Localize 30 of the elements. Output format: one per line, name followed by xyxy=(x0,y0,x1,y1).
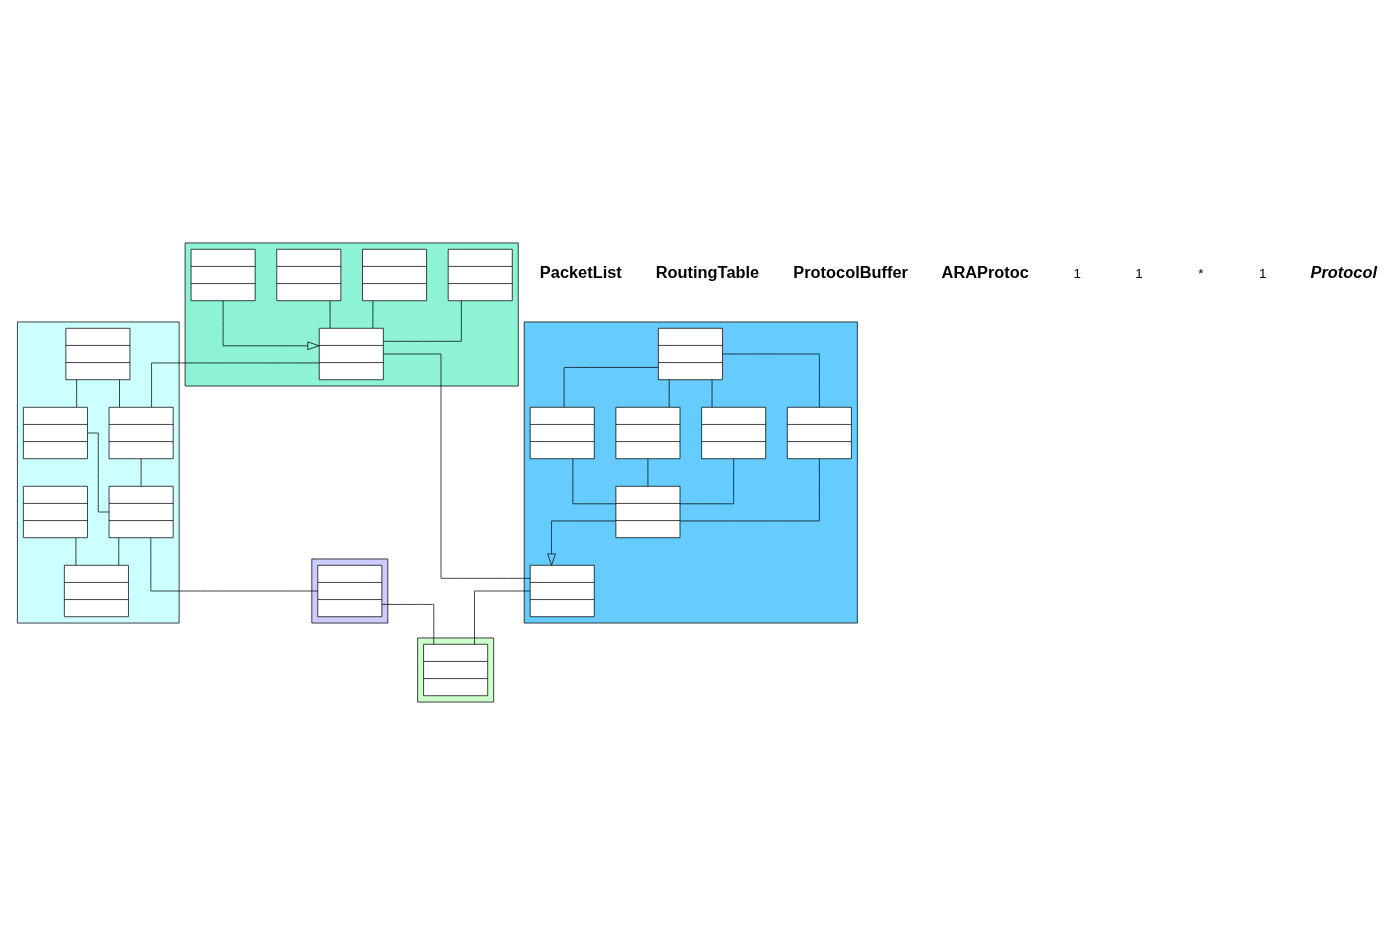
connector xyxy=(679,458,735,505)
label: Protocol xyxy=(1310,263,1377,282)
connector xyxy=(76,379,78,408)
connector xyxy=(381,604,435,645)
connector xyxy=(383,353,531,579)
cluster xyxy=(311,558,389,624)
arrow xyxy=(547,520,617,566)
label: 1 xyxy=(1073,266,1081,282)
label: 1 xyxy=(1135,266,1143,282)
connector xyxy=(474,590,531,645)
connector xyxy=(563,367,659,408)
cluster xyxy=(417,637,495,703)
connector xyxy=(679,458,820,522)
arrow xyxy=(222,300,320,351)
label: PacketList xyxy=(539,263,622,282)
label: 1 xyxy=(1259,266,1267,282)
cluster xyxy=(17,321,180,624)
connector xyxy=(383,300,462,342)
label: ProtocolBuffer xyxy=(793,263,908,282)
cluster xyxy=(184,242,519,387)
connector xyxy=(150,537,318,592)
connector xyxy=(722,353,820,408)
connector xyxy=(151,362,320,408)
cluster xyxy=(523,321,858,624)
label: RoutingTable xyxy=(655,263,760,282)
label: * xyxy=(1198,266,1204,282)
connector xyxy=(119,379,120,408)
connector xyxy=(87,432,110,513)
connector xyxy=(572,458,617,505)
label: ARAProtoc xyxy=(941,263,1029,282)
